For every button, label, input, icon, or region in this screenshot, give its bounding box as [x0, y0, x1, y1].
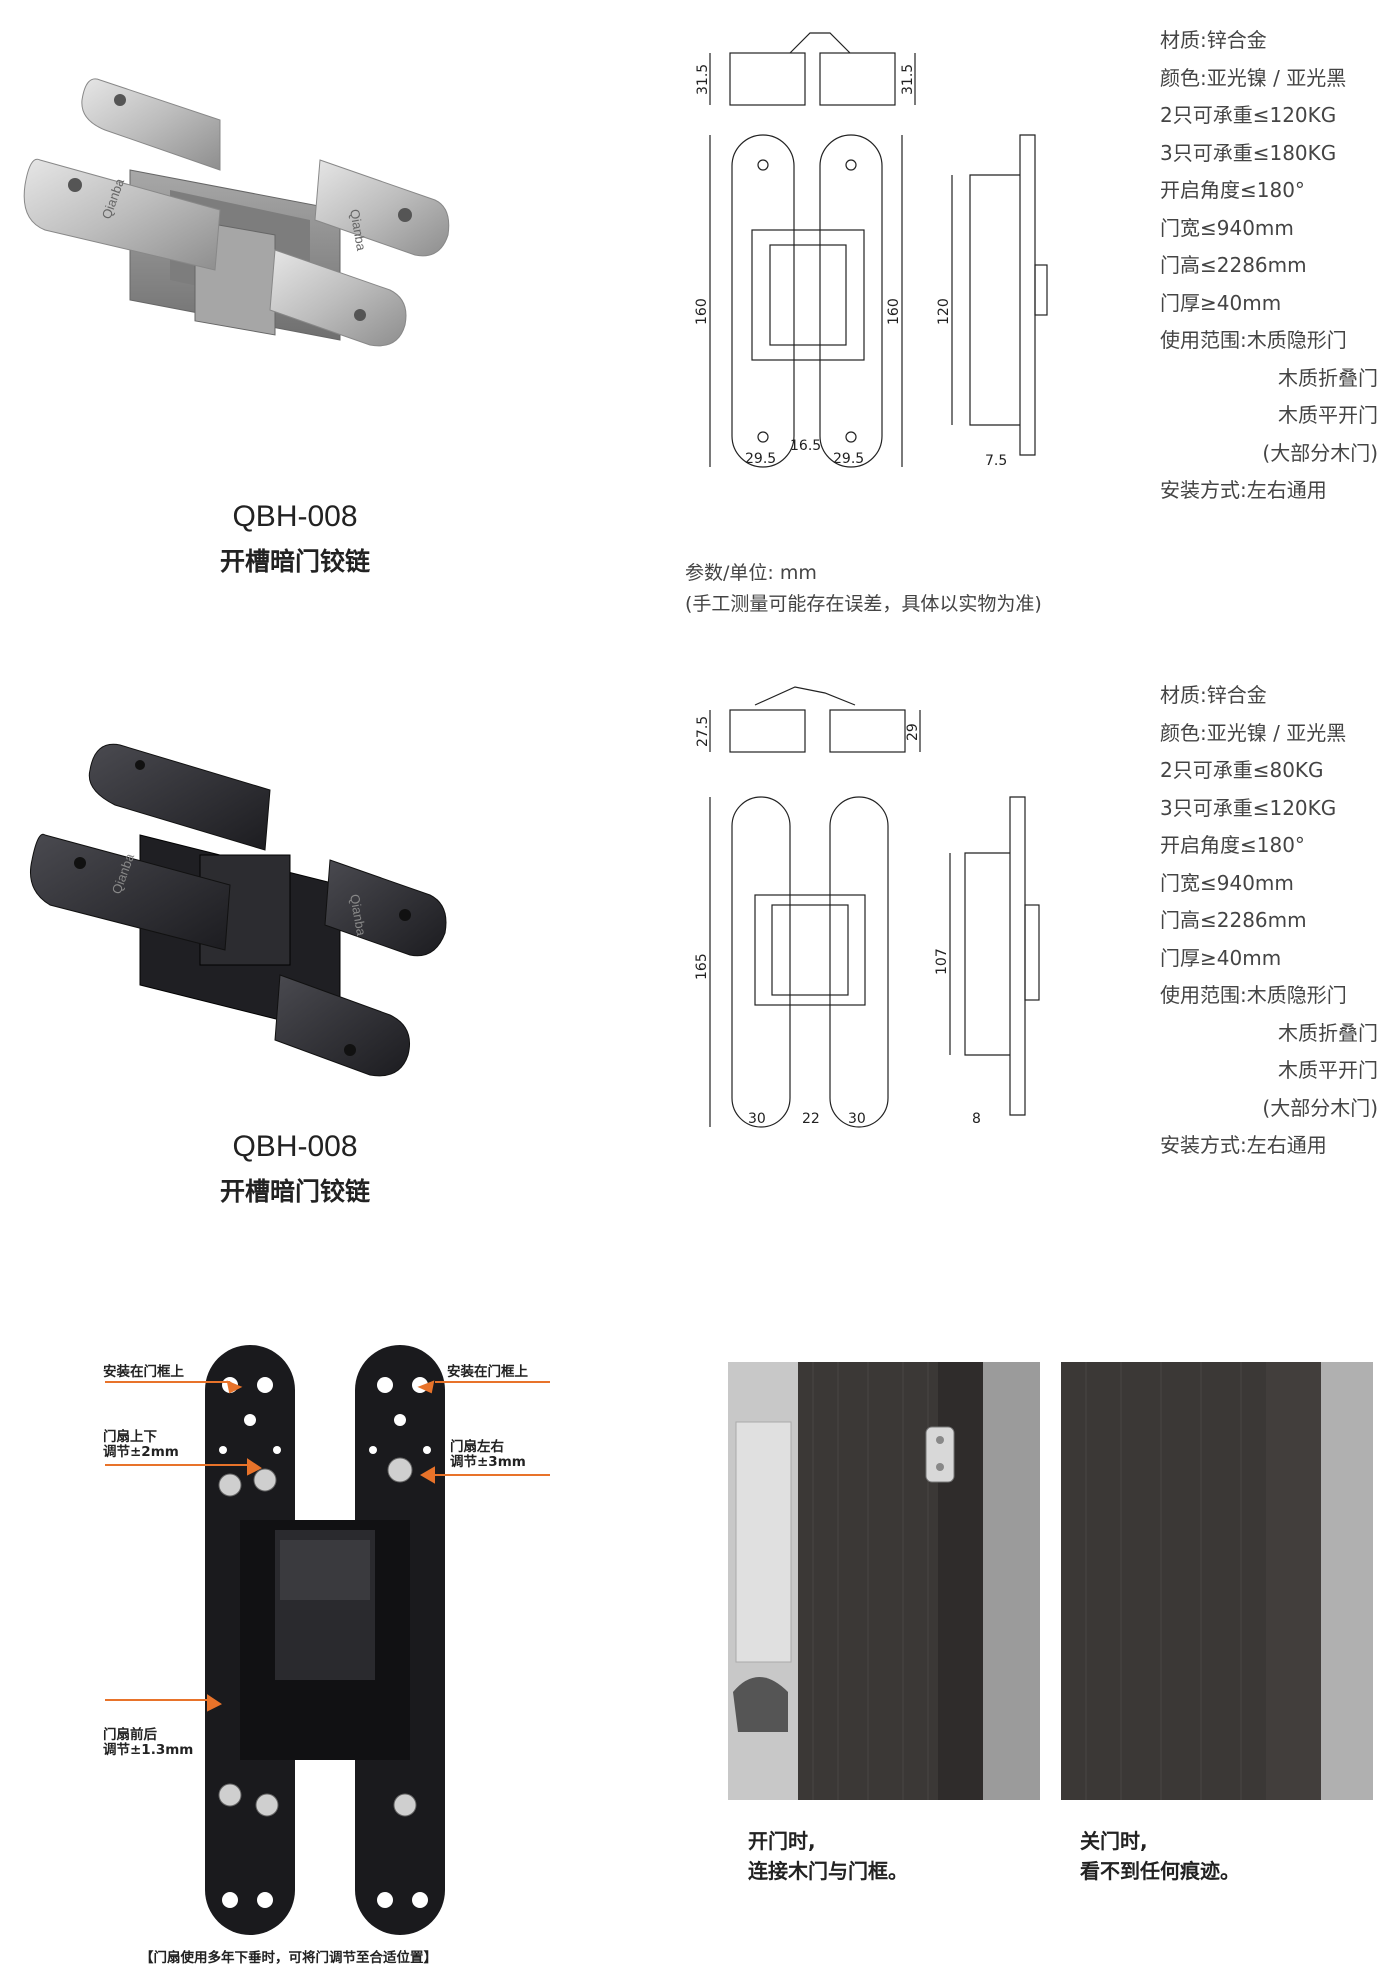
brand-logo-right: Qianba — [347, 208, 369, 253]
product1-name: 开槽暗门铰链 — [219, 547, 370, 576]
callout-line: 调节±1.3mm — [103, 1742, 194, 1758]
spec-item: 材质:锌合金 — [1160, 683, 1267, 707]
caption-line: 连接木门与门框。 — [748, 1859, 908, 1883]
spec-item: 门宽≤940mm — [1160, 870, 1294, 895]
dim-thick: 7.5 — [985, 453, 1007, 469]
units-disclaimer: (手工测量可能存在误差，具体以实物为准) — [685, 593, 1042, 615]
hinge-photo-black: Qianba Qianba — [30, 743, 447, 1077]
door-open-photo — [728, 1362, 1040, 1800]
dim-h-left: 165 — [694, 953, 710, 980]
spec-item: (大部分木门) — [1262, 440, 1378, 465]
adjustment-note: 【门扇使用多年下垂时，可将门调节至合适位置】 — [140, 1950, 437, 1966]
units-note: 参数/单位: mm (手工测量可能存在误差，具体以实物为准) — [685, 558, 1042, 620]
dim-top-left: 27.5 — [695, 716, 711, 747]
caption-line: 开门时, — [748, 1829, 816, 1853]
spec-item: 安装方式:左右通用 — [1160, 1133, 1327, 1157]
door-closed-photo — [1061, 1362, 1373, 1800]
spec-item: 门厚≥40mm — [1160, 290, 1282, 315]
tech-drawing-1: 31.5 31.5 160 160 16.5 29.5 29.5 120 7.5 — [694, 32, 1048, 469]
spec-item: (大部分木门) — [1262, 1095, 1378, 1120]
callout-front-back: 门扇前后 调节±1.3mm — [103, 1728, 193, 1758]
spec-item: 安装方式:左右通用 — [1160, 478, 1327, 502]
dim-h-left: 160 — [694, 298, 710, 325]
spec-item: 开启角度≤180° — [1160, 833, 1305, 857]
dim-gap: 22 — [802, 1111, 820, 1127]
product2-specs: 材质:锌合金 颜色:亚光镍 / 亚光黑 2只可承重≤80KG 3只可承重≤120… — [1160, 677, 1378, 1165]
hinge-adjustment-photo — [205, 1345, 445, 1935]
product1-specs: 材质:锌合金 颜色:亚光镍 / 亚光黑 2只可承重≤120KG 3只可承重≤18… — [1160, 22, 1378, 510]
dim-top-right: 29 — [905, 723, 921, 741]
spec-item: 2只可承重≤80KG — [1160, 758, 1324, 782]
dim-top-right: 31.5 — [900, 64, 916, 95]
dim-h-inner: 120 — [936, 298, 952, 325]
spec-item: 门高≤2286mm — [1160, 253, 1307, 277]
dim-thick: 8 — [972, 1111, 981, 1127]
dim-w-right: 29.5 — [833, 451, 864, 467]
spec-item: 2只可承重≤120KG — [1160, 103, 1337, 127]
tech-drawing-2: 27.5 29 165 30 22 30 107 8 — [694, 686, 1040, 1128]
callout-mount-left: 安装在门框上 — [103, 1364, 184, 1380]
callout-line: 调节±3mm — [450, 1454, 526, 1470]
spec-item: 颜色:亚光镍 / 亚光黑 — [1160, 65, 1347, 90]
spec-item: 材质:锌合金 — [1160, 28, 1267, 52]
product1-model: QBH-008 — [232, 500, 358, 533]
spec-item: 木质折叠门 — [1278, 1020, 1378, 1045]
caption-line: 看不到任何痕迹。 — [1080, 1859, 1240, 1883]
spec-item: 门高≤2286mm — [1160, 908, 1307, 932]
callout-line: 门扇左右 — [450, 1439, 504, 1455]
dim-w-left: 30 — [748, 1111, 766, 1127]
units-line: 参数/单位: mm — [685, 562, 817, 584]
callout-up-down: 门扇上下 调节±2mm — [103, 1430, 179, 1460]
spec-item: 颜色:亚光镍 / 亚光黑 — [1160, 720, 1347, 745]
caption-door-closed: 关门时, 看不到任何痕迹。 — [1080, 1826, 1240, 1886]
spec-item: 木质平开门 — [1278, 403, 1378, 427]
dim-w-right: 30 — [848, 1111, 866, 1127]
callout-line: 门扇前后 — [103, 1727, 157, 1743]
callout-line: 调节±2mm — [103, 1444, 179, 1460]
dim-gap: 16.5 — [790, 438, 821, 454]
spec-item: 木质折叠门 — [1278, 365, 1378, 390]
caption-door-open: 开门时, 连接木门与门框。 — [748, 1826, 908, 1886]
dim-h-right: 160 — [886, 298, 902, 325]
spec-item: 3只可承重≤180KG — [1160, 140, 1337, 165]
brand-logo-right: Qianba — [347, 893, 369, 938]
callout-mount-right: 安装在门框上 — [447, 1364, 528, 1380]
callout-line: 门扇上下 — [103, 1429, 157, 1445]
hinge-photo-nickel: Qianba Qianba — [23, 78, 450, 347]
spec-item: 3只可承重≤120KG — [1160, 795, 1337, 820]
product2-model: QBH-008 — [232, 1130, 358, 1163]
caption-line: 关门时, — [1080, 1829, 1148, 1853]
dim-h-inner: 107 — [934, 948, 950, 975]
spec-item: 使用范围:木质隐形门 — [1160, 328, 1347, 352]
spec-item: 门宽≤940mm — [1160, 215, 1294, 240]
callout-arrows — [105, 1380, 550, 1712]
dim-top-left: 31.5 — [695, 64, 711, 95]
spec-item: 开启角度≤180° — [1160, 178, 1305, 202]
dim-w-left: 29.5 — [745, 451, 776, 467]
callout-left-right: 门扇左右 调节±3mm — [450, 1440, 526, 1470]
spec-item: 使用范围:木质隐形门 — [1160, 983, 1347, 1007]
spec-item: 门厚≥40mm — [1160, 945, 1282, 970]
spec-item: 木质平开门 — [1278, 1058, 1378, 1082]
product2-name: 开槽暗门铰链 — [219, 1177, 370, 1206]
